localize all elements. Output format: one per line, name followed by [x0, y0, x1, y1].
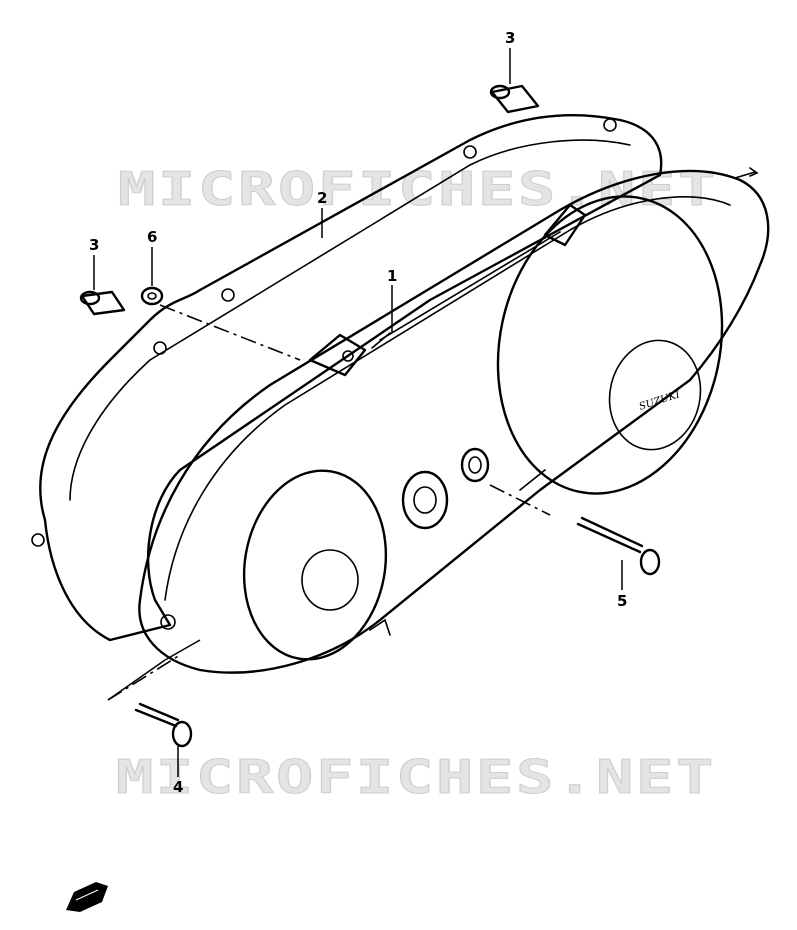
callout-part-3-left: 3 — [89, 236, 99, 254]
alignment-lines — [107, 304, 551, 701]
callout-part-3-top: 3 — [505, 29, 515, 47]
dowel-pin-left — [79, 290, 126, 316]
cover-arrow-mark — [734, 167, 759, 179]
gasket — [31, 113, 663, 642]
callout-part-5: 5 — [617, 592, 627, 610]
callout-part-1: 1 — [387, 267, 397, 285]
front-direction-arrow-icon — [66, 882, 108, 912]
suzuki-logo: SUZUKI — [638, 389, 682, 413]
clutch-cover: SUZUKI — [138, 169, 770, 674]
bolt-long — [576, 516, 661, 576]
dowel-pin-top — [489, 84, 540, 114]
washer — [140, 286, 164, 306]
left-pulley-dome — [242, 469, 388, 661]
callout-part-4: 4 — [173, 778, 183, 796]
callout-part-6: 6 — [147, 228, 157, 246]
watermark-bottom: MICROFICHES.NET — [116, 750, 716, 804]
bolt-short — [134, 702, 193, 748]
callout-part-2: 2 — [317, 189, 327, 207]
right-pulley-dome — [496, 195, 724, 495]
